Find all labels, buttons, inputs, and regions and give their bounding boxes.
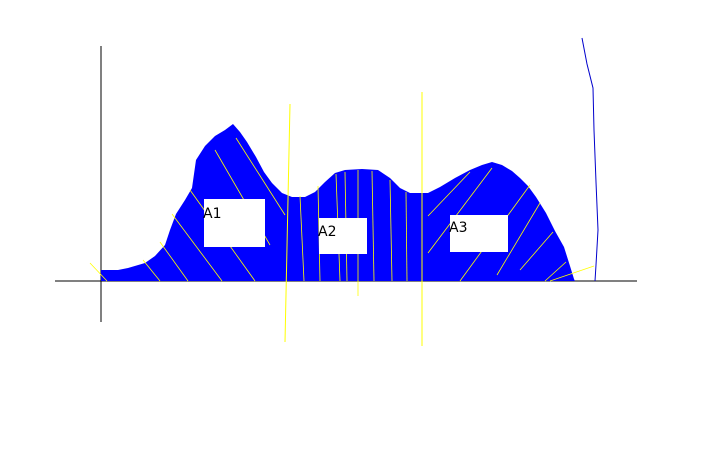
area-under-curve	[101, 124, 575, 281]
divider-line-1	[284, 103, 291, 343]
region-a2-label: A2	[318, 224, 336, 240]
region-a2-box	[319, 218, 367, 254]
region-a3-box	[450, 215, 508, 252]
region-a3-label: A3	[449, 220, 467, 236]
region-a1: A1	[203, 199, 265, 247]
right-boundary-curve	[581, 37, 599, 282]
region-a3: A3	[449, 215, 508, 252]
region-a2: A2	[318, 218, 367, 254]
region-a1-label: A1	[203, 206, 221, 222]
region-a1-box	[204, 199, 265, 247]
